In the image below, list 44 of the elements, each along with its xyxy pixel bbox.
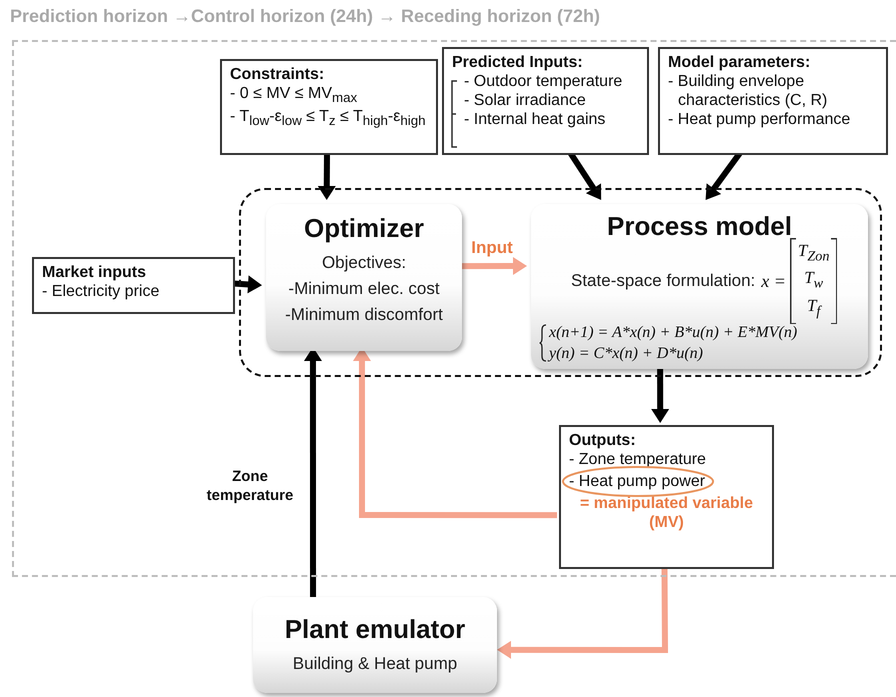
card-text: State-space formulation:: [571, 270, 756, 292]
box-heading: Constraints:: [230, 65, 326, 84]
matrix-entry: T$_{w}$: [804, 267, 824, 294]
text-box: [442, 47, 649, 155]
rounded-card: [531, 204, 868, 369]
list-item: - Solar irradiance: [463, 91, 587, 110]
edge-label: Zone temperature: [206, 467, 294, 505]
equation: x(n+1) = A*x(n) + B*u(n) + E*MV(n): [548, 323, 798, 343]
list-item: - Heat pump power: [569, 472, 706, 491]
rounded-card: [266, 204, 462, 351]
arrow: [318, 152, 336, 200]
list-item: - T$_{low}$-ε$_{low}$ ≤ T$_{z}$ ≤ T$_{high}$-ε$_{high}$: [230, 107, 427, 130]
box-heading: Outputs:: [569, 431, 637, 450]
card-title: Plant emulator: [284, 613, 466, 645]
rounded-card: [253, 597, 497, 693]
note-text: = manipulated variable (MV): [579, 494, 754, 532]
matrix-entry: T$_{f}$: [806, 294, 820, 322]
list-item: - Electricity price: [42, 282, 160, 301]
arrow: [497, 566, 668, 659]
card-title: Process model: [606, 210, 793, 242]
card-text: -Minimum elec. cost: [287, 278, 441, 300]
formula-text: x =: [761, 270, 786, 292]
card-text: -Minimum discomfort: [284, 304, 444, 326]
list-item: - 0 ≤ MV ≤ MV$_{max}$: [230, 84, 358, 108]
box-heading: Predicted Inputs:: [452, 53, 584, 72]
list-item: - Internal heat gains: [463, 110, 606, 129]
card-text: Objectives:: [320, 252, 408, 274]
box-heading: Market inputs: [42, 263, 148, 282]
text-box: [220, 59, 438, 155]
edge-label: Input: [470, 238, 514, 257]
card-text: Building & Heat pump: [292, 653, 458, 675]
box-heading: Model parameters:: [668, 53, 812, 72]
list-item: - Heat pump performance: [668, 110, 852, 129]
matrix-entry: T$_{Zon}$: [798, 240, 830, 266]
card-title: Optimizer: [303, 212, 425, 244]
text-box: [559, 425, 774, 569]
list-item: - Zone temperature: [569, 450, 707, 469]
region-title: Prediction horizon →Control horizon (24h) → Receding horizon (72h): [10, 6, 600, 27]
list-item: - Outdoor temperature: [463, 72, 624, 91]
text-box: [658, 47, 888, 155]
text-box: [32, 257, 235, 314]
list-item: - Building envelope characteristics (C, R): [668, 72, 828, 110]
dashed-rounded-region: [239, 188, 882, 377]
equation: y(n) = C*x(n) + D*u(n): [546, 344, 704, 364]
